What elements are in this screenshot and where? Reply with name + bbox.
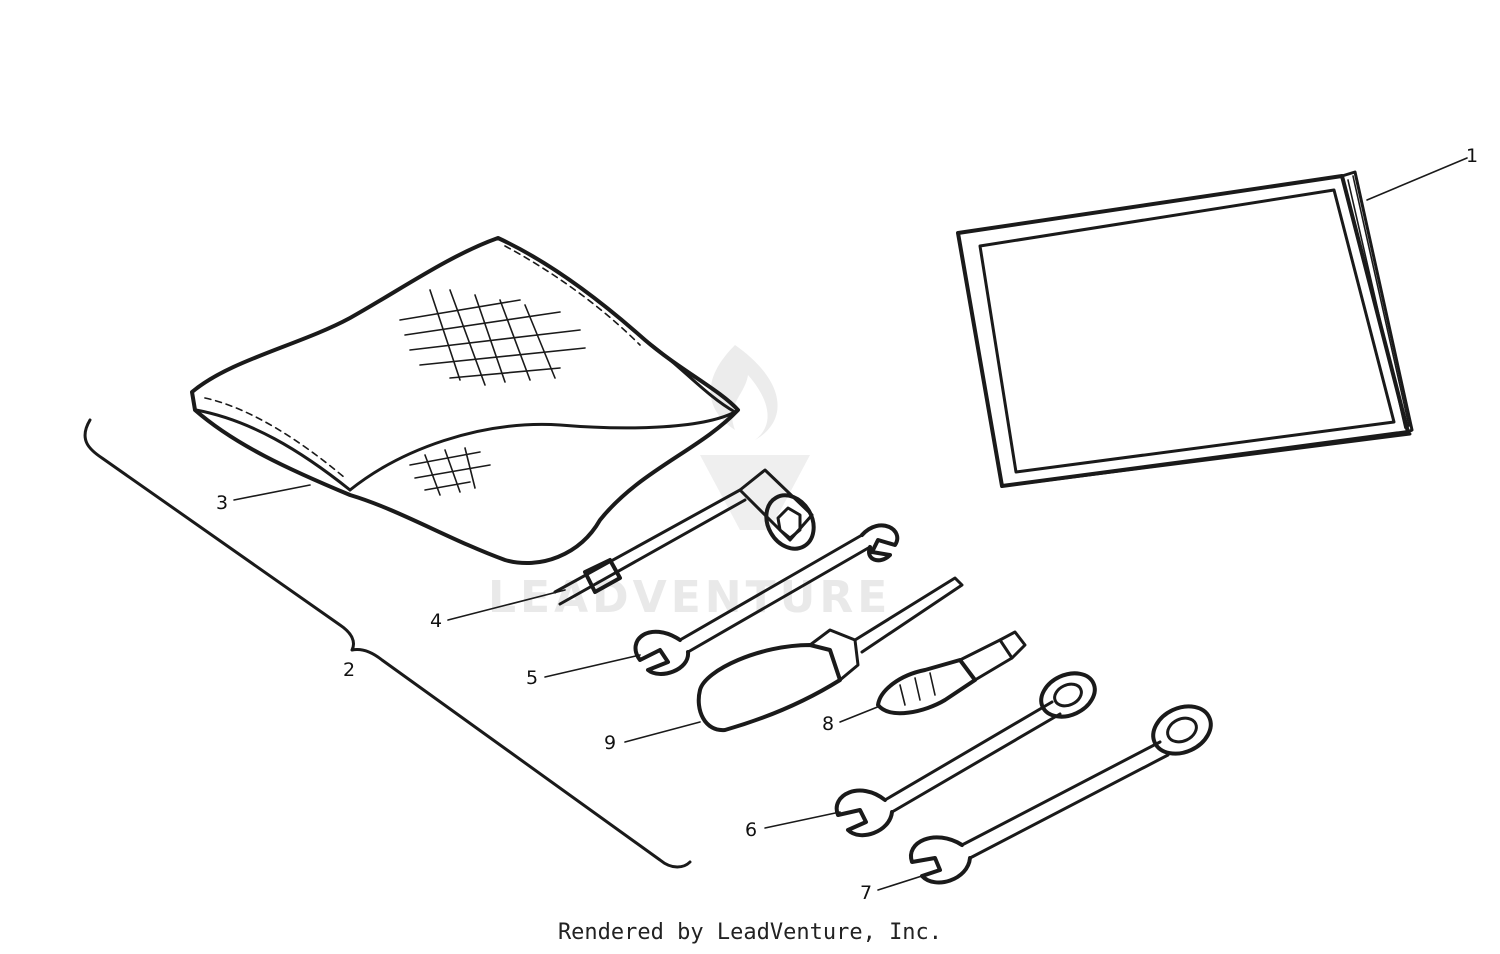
callouts: 1 2 3 4 5 6 7 8 9 xyxy=(216,145,1478,904)
kit-bracket xyxy=(83,418,692,869)
wrench-small xyxy=(633,523,900,676)
leader-line-4 xyxy=(447,589,566,621)
callout-1: 1 xyxy=(1466,145,1478,167)
leader-line-1 xyxy=(1366,157,1468,201)
callout-6: 6 xyxy=(745,819,757,841)
screwdriver xyxy=(696,576,964,733)
callout-4: 4 xyxy=(430,610,442,632)
leader-line-8 xyxy=(839,705,881,723)
leader-line-7 xyxy=(877,874,926,891)
leader-line-6 xyxy=(764,811,841,829)
watermark: LEADVENTURE xyxy=(488,345,891,623)
tool-pouch xyxy=(190,236,740,566)
callout-8: 8 xyxy=(822,713,834,735)
callout-7: 7 xyxy=(860,882,872,904)
leader-lines xyxy=(233,157,1468,891)
spark-plug-driver xyxy=(876,630,1027,716)
render-credit: Rendered by LeadVenture, Inc. xyxy=(557,920,943,945)
leader-line-5 xyxy=(544,654,641,678)
leader-line-9 xyxy=(624,721,701,743)
pouch-pattern xyxy=(399,289,586,496)
combination-wrench-7 xyxy=(909,704,1213,885)
manual-book xyxy=(956,170,1414,488)
socket-wrench xyxy=(553,468,816,606)
callout-3: 3 xyxy=(216,492,228,514)
leader-line-3 xyxy=(233,484,311,501)
callout-9: 9 xyxy=(604,732,616,754)
callout-2: 2 xyxy=(343,659,355,681)
callout-5: 5 xyxy=(526,667,538,689)
watermark-v-icon xyxy=(700,455,810,530)
combination-wrench-6 xyxy=(834,671,1097,838)
watermark-text: LEADVENTURE xyxy=(488,572,891,623)
